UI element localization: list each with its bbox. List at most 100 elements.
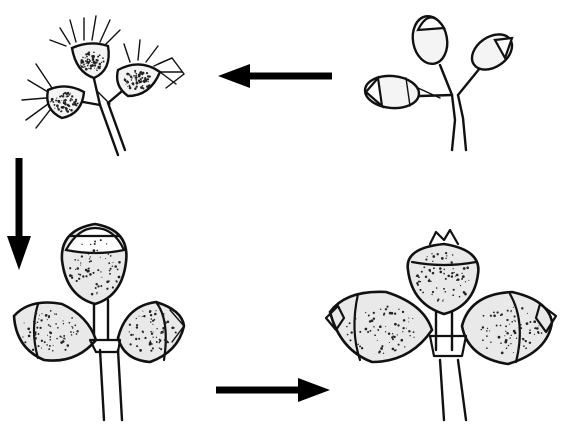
- texture-dot: [86, 55, 88, 58]
- texture-dot: [47, 334, 49, 336]
- texture-dot: [385, 308, 388, 310]
- texture-dot: [349, 339, 352, 342]
- texture-dot: [506, 332, 509, 335]
- texture-dot: [88, 58, 91, 61]
- texture-dot: [36, 321, 39, 323]
- texture-dot: [96, 59, 99, 62]
- texture-dot: [416, 283, 419, 286]
- texture-dot: [80, 264, 82, 266]
- texture-dot: [174, 331, 177, 334]
- texture-dot: [142, 310, 144, 312]
- texture-dot: [77, 273, 80, 275]
- texture-dot: [493, 311, 495, 314]
- texture-dot: [48, 348, 51, 351]
- texture-dot: [504, 335, 506, 337]
- texture-dot: [128, 84, 130, 87]
- texture-dot: [150, 330, 152, 333]
- texture-dot: [429, 270, 431, 273]
- texture-dot: [359, 345, 362, 348]
- texture-dot: [61, 105, 65, 109]
- texture-dot: [84, 65, 86, 68]
- texture-dot: [57, 326, 59, 329]
- texture-dot: [155, 341, 158, 343]
- texture-dot: [128, 331, 130, 333]
- texture-dot: [86, 62, 88, 64]
- texture-dot: [46, 319, 48, 321]
- texture-dot: [85, 275, 88, 278]
- texture-dot: [141, 315, 143, 317]
- texture-dot: [528, 341, 532, 345]
- texture-dot: [506, 309, 509, 312]
- texture-dot: [149, 314, 153, 317]
- texture-dot: [485, 330, 488, 332]
- texture-dot: [452, 288, 455, 291]
- texture-dot: [135, 74, 138, 77]
- texture-dot: [490, 341, 492, 343]
- texture-dot: [138, 315, 140, 317]
- texture-dot: [48, 315, 51, 317]
- texture-dot: [515, 337, 518, 339]
- texture-dot: [382, 352, 385, 354]
- texture-dot: [74, 103, 77, 105]
- texture-dot: [151, 343, 153, 345]
- texture-dot: [56, 97, 58, 99]
- texture-dot: [112, 262, 114, 264]
- texture-dot: [144, 80, 147, 83]
- texture-dot: [435, 287, 438, 289]
- texture-dot: [118, 261, 121, 264]
- texture-dot: [148, 342, 152, 346]
- texture-dot: [98, 67, 101, 70]
- texture-dot: [513, 319, 515, 321]
- texture-dot: [452, 268, 454, 270]
- texture-dot: [383, 312, 386, 315]
- stage-flowering: [21, 15, 185, 157]
- texture-dot: [70, 334, 73, 336]
- texture-dot: [520, 323, 522, 326]
- texture-dot: [109, 267, 112, 270]
- texture-dot: [82, 66, 85, 69]
- texture-dot: [140, 87, 142, 89]
- texture-dot: [425, 258, 428, 261]
- texture-dot: [466, 266, 470, 270]
- texture-dot: [131, 77, 133, 79]
- texture-dot: [62, 339, 64, 341]
- texture-dot: [129, 343, 132, 346]
- texture-dot: [455, 275, 457, 277]
- texture-dot: [171, 326, 175, 330]
- texture-dot: [401, 310, 405, 314]
- texture-dot: [111, 286, 114, 289]
- texture-dot: [76, 330, 79, 333]
- texture-dot: [443, 287, 445, 290]
- texture-dot: [511, 320, 514, 323]
- texture-dot: [398, 308, 400, 311]
- texture-dot: [68, 108, 71, 111]
- texture-dot: [346, 333, 349, 336]
- texture-dot: [108, 262, 111, 265]
- texture-dot: [37, 345, 40, 348]
- texture-dot: [384, 331, 387, 333]
- texture-dot: [61, 95, 64, 98]
- texture-dot: [49, 325, 52, 328]
- texture-dot: [150, 349, 153, 352]
- texture-dot: [526, 312, 528, 314]
- texture-dot: [73, 331, 75, 333]
- texture-dot: [372, 317, 376, 320]
- capsule-texture: [22, 51, 543, 355]
- texture-dot: [97, 269, 100, 272]
- texture-dot: [416, 281, 419, 285]
- texture-dot: [34, 337, 37, 340]
- texture-dot: [92, 271, 95, 274]
- texture-dot: [55, 323, 57, 325]
- texture-dot: [64, 103, 67, 106]
- texture-dot: [142, 79, 146, 83]
- texture-dot: [442, 299, 444, 301]
- texture-dot: [506, 318, 509, 322]
- texture-dot: [71, 325, 73, 328]
- texture-dot: [144, 78, 147, 81]
- texture-dot: [146, 75, 150, 78]
- texture-dot: [173, 327, 175, 329]
- texture-dot: [124, 77, 126, 79]
- texture-dot: [402, 326, 405, 330]
- texture-dot: [152, 323, 154, 325]
